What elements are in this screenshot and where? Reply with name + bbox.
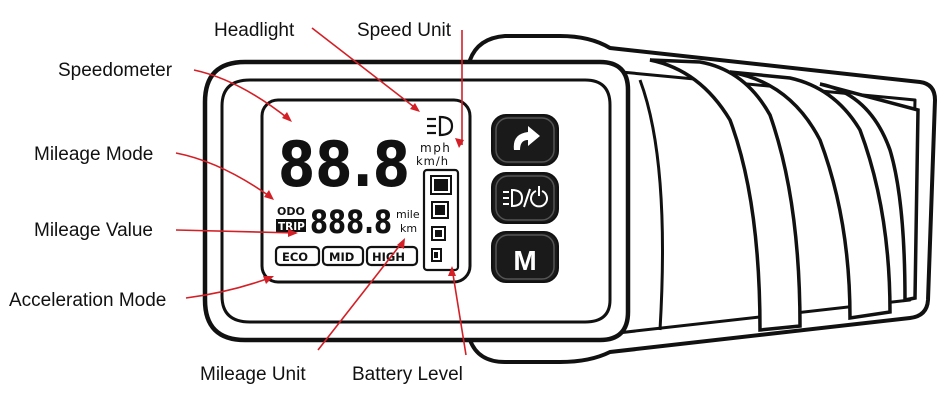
callout-speed-unit: Speed Unit xyxy=(357,20,452,41)
headlight-power-icon xyxy=(503,186,548,208)
callout-acceleration-mode: Acceleration Mode xyxy=(9,290,166,311)
mode-mid: MID xyxy=(321,245,365,267)
odo-label: ODO xyxy=(277,205,305,218)
callout-labels: Headlight Speed Unit Speedometer Mileage… xyxy=(9,20,463,385)
forward-button[interactable] xyxy=(491,114,559,166)
mode-button-label: M xyxy=(513,245,536,276)
svg-text:HIGH: HIGH xyxy=(372,250,405,264)
callout-mileage-mode: Mileage Mode xyxy=(34,144,153,165)
leader-lines xyxy=(175,27,467,356)
headlight-icon xyxy=(427,115,454,137)
speed-unit-kmh: km/h xyxy=(416,154,449,168)
arrow-turn-icon xyxy=(513,126,540,150)
lcd-screen: 88.8 mph km/h ODO TRIP 888.8 mile km ECO… xyxy=(260,98,472,284)
mileage-digits: 888.8 xyxy=(310,203,392,241)
callout-speedometer: Speedometer xyxy=(58,60,173,81)
mode-high: HIGH xyxy=(365,245,419,267)
speed-unit-mph: mph xyxy=(420,141,451,155)
callout-mileage-unit: Mileage Unit xyxy=(200,364,306,385)
callout-battery-level: Battery Level xyxy=(352,364,463,385)
battery-icon xyxy=(422,168,460,272)
trip-label-box xyxy=(276,219,306,232)
mode-eco: ECO xyxy=(274,245,321,267)
callout-mileage-value: Mileage Value xyxy=(34,220,153,241)
speed-digits: 88.8 xyxy=(278,128,410,201)
callout-headlight: Headlight xyxy=(214,20,295,41)
trip-label: TRIP xyxy=(278,221,305,233)
svg-text:ECO: ECO xyxy=(282,250,308,264)
mileage-unit-km: km xyxy=(400,222,417,235)
svg-text:MID: MID xyxy=(329,250,354,264)
mode-button[interactable]: M xyxy=(491,231,559,283)
light-power-button[interactable] xyxy=(491,172,559,224)
mileage-unit-mile: mile xyxy=(396,208,420,221)
